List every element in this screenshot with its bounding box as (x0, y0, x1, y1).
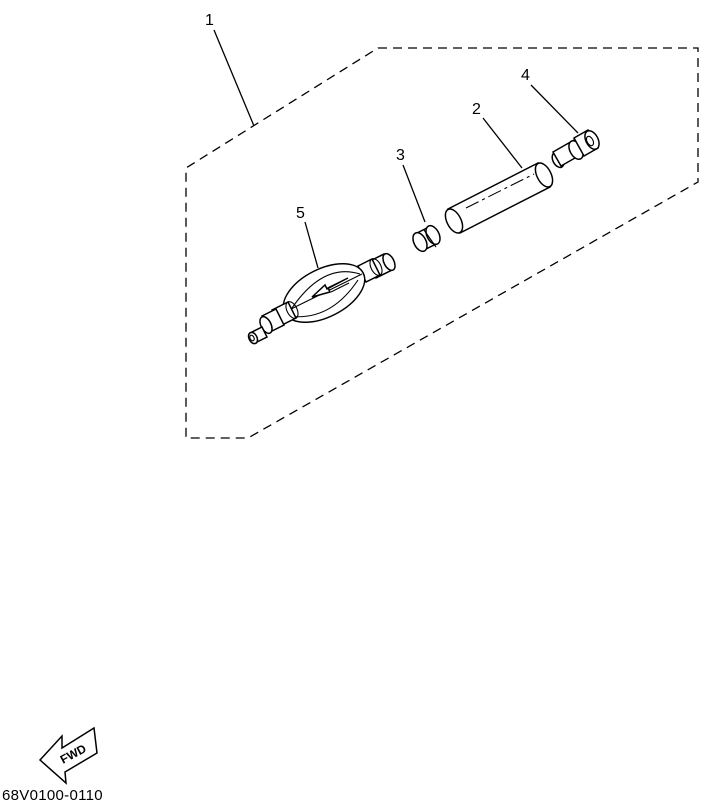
part-2-fuel-hose (444, 161, 554, 235)
leader-line-4 (530, 84, 579, 134)
leader-line-2 (482, 117, 523, 169)
callout-1: 1 (205, 12, 214, 29)
diagram-code: 68V0100-0110 (2, 787, 103, 804)
part-3-hose-clip (412, 224, 441, 253)
fwd-arrow-icon: FWD (38, 726, 98, 785)
callout-3: 3 (396, 147, 405, 164)
part-5-primer-pump (247, 252, 396, 345)
callout-4: 4 (521, 67, 530, 84)
assembly-boundary-dashed (185, 47, 699, 439)
callout-5: 5 (296, 205, 305, 222)
part-4-hose-joint (551, 128, 600, 169)
callout-2: 2 (472, 101, 481, 118)
leader-line-5 (304, 221, 319, 269)
leader-line-3 (402, 164, 426, 223)
leader-line-1 (213, 29, 255, 127)
